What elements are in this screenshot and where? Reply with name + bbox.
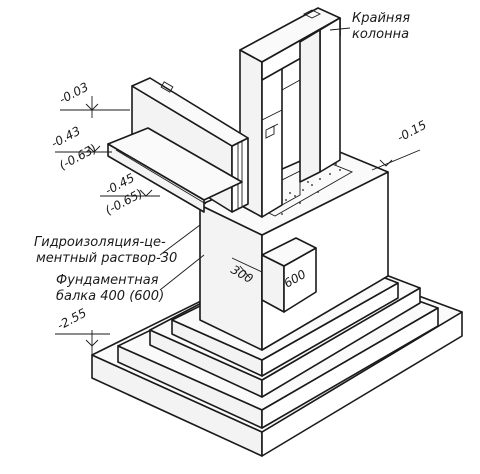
pedestal-stub bbox=[261, 237, 317, 313]
waterproofing-layer bbox=[107, 127, 243, 320]
leader-lines bbox=[159, 27, 351, 291]
outer-column-label-line1: Крайняя bbox=[352, 11, 410, 26]
foundation-beam-label-line2: балка 400 (600) bbox=[56, 289, 164, 304]
elevation-foundation-base: -2.55 bbox=[55, 306, 89, 333]
waterproofing-label-line2: ментный раствор-30 bbox=[36, 251, 177, 266]
elevation-marks bbox=[55, 96, 421, 360]
dimension-300 bbox=[231, 257, 263, 279]
socket-grout-fill bbox=[261, 163, 341, 215]
elevation-waterproofing: -0.43 bbox=[49, 124, 83, 151]
elevation-foundation-top: -0.15 bbox=[395, 118, 429, 145]
elevation-beam-top: -0.03 bbox=[57, 80, 91, 107]
outer-column-label-line2: колонна bbox=[352, 27, 409, 42]
foundation-beam-label-line1: Фундаментная bbox=[56, 273, 159, 288]
waterproofing-label-line1: Гидроизоляция-це- bbox=[34, 235, 166, 250]
